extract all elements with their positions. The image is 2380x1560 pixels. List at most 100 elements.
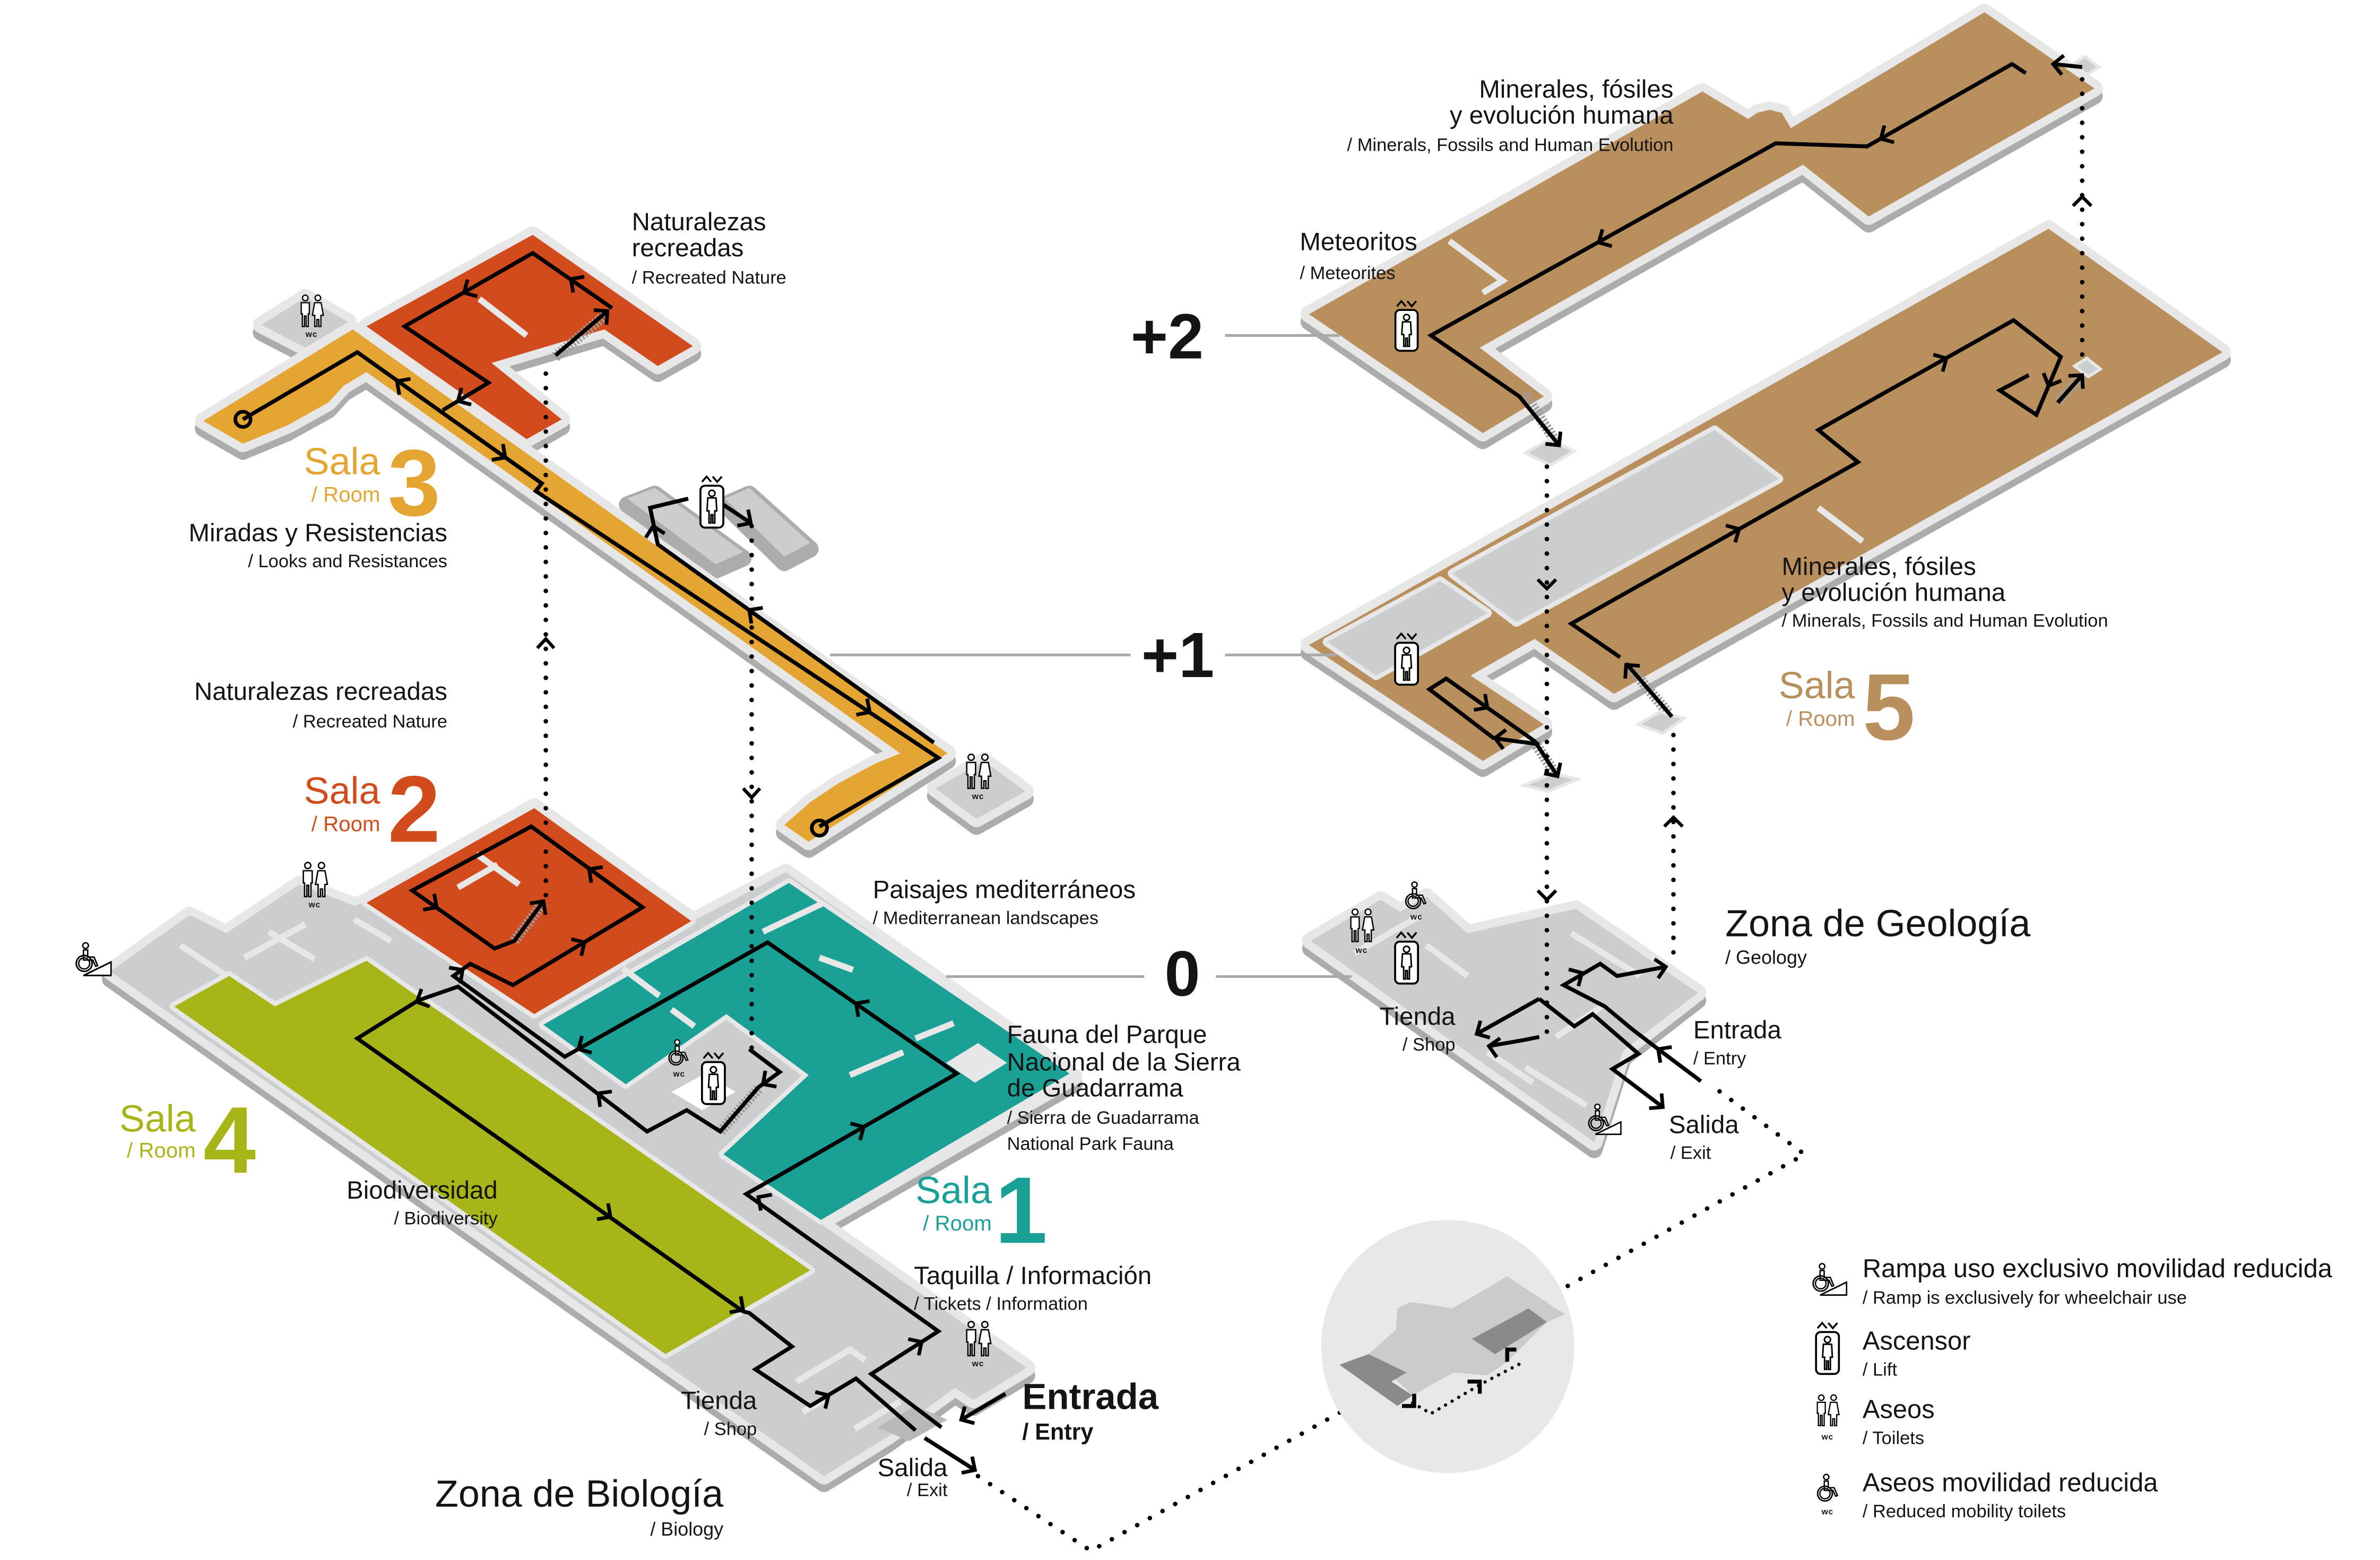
route-line — [408, 824, 960, 1429]
biology-labels: Naturalezas recreadas / Recreated Nature… — [119, 208, 1241, 1540]
wheelchair-ramp-icon — [76, 943, 111, 976]
route-arrowhead — [729, 1296, 746, 1314]
zone-subtitle: / Geology — [1725, 946, 1807, 968]
route-arrowhead — [850, 1121, 866, 1141]
shop-label-en: / Shop — [1403, 1035, 1456, 1055]
zone-title: Zona de Geología — [1725, 903, 2030, 945]
wheelchair-ramp-icon — [1813, 1263, 1847, 1295]
exhibit-title: recreadas — [632, 234, 744, 262]
route-line — [1475, 997, 1540, 1048]
exhibit-title: Naturalezas — [632, 208, 766, 236]
lift-icon — [1815, 1322, 1840, 1375]
legend-item-accessible-toilets: wc Aseos movilidad reducida / Reduced mo… — [1816, 1469, 2158, 1522]
room-label-en: / Room — [311, 483, 380, 507]
route-arrowhead — [854, 999, 870, 1018]
route-arrowhead — [596, 1203, 613, 1221]
route-arrowhead — [907, 1337, 924, 1356]
stair-landing — [1634, 710, 1688, 735]
geology-plus2-floor — [1309, 12, 2095, 441]
room-number: 1 — [995, 1157, 1048, 1263]
exhibit-subtitle: / Recreated Nature — [293, 712, 447, 732]
exhibit-subtitle: / Recreated Nature — [632, 268, 786, 288]
tickets-label-en: / Tickets / Information — [914, 1294, 1088, 1314]
exhibit-subtitle: / Mediterranean landscapes — [873, 908, 1098, 929]
route-arrowhead — [756, 1193, 773, 1211]
route-arrowhead — [1653, 957, 1668, 980]
route-arrowhead — [1486, 1036, 1501, 1059]
route-arrowhead — [422, 893, 439, 912]
legend-title: Ascensor — [1863, 1327, 1971, 1355]
minimap-biology-zone — [1339, 1354, 1413, 1406]
sala2-area — [361, 803, 696, 1019]
route-arrowhead — [815, 1390, 831, 1409]
wc-label: wc — [308, 900, 321, 909]
up-chevron-icon — [1663, 814, 1684, 828]
entry-arrow-line — [960, 1392, 1007, 1422]
route-arrowhead — [1544, 762, 1562, 778]
route-arrowhead — [1623, 663, 1640, 679]
shop-label: Tienda — [681, 1386, 757, 1415]
exhibit-title: Naturalezas recreadas — [194, 678, 447, 706]
sala1-area — [539, 878, 1075, 1225]
room-number: 3 — [388, 430, 440, 535]
tickets-label: Taquilla / Información — [914, 1262, 1152, 1290]
exit-label: Salida — [878, 1454, 948, 1482]
gray-room — [1322, 576, 1492, 680]
geology-plus1-floor — [1309, 229, 2222, 768]
room-label-en: / Room — [127, 1138, 196, 1162]
shop-label-en: / Shop — [704, 1419, 757, 1439]
route-arrowhead — [1879, 125, 1895, 144]
room-label-en: / Room — [1786, 707, 1855, 731]
route-arrowhead — [593, 308, 610, 325]
route-arrowhead — [1492, 728, 1507, 750]
route-line — [1427, 62, 2083, 447]
route-arrowhead — [760, 1070, 777, 1089]
room-label-en: / Room — [923, 1211, 992, 1235]
down-chevron-icon — [1536, 578, 1557, 591]
stair-landing — [2072, 356, 2104, 379]
exit-label: Salida — [1669, 1111, 1739, 1139]
floor-label-plus1: +1 — [1141, 619, 1215, 691]
service-room-partitions — [178, 916, 902, 1432]
wc-label: wc — [673, 1070, 685, 1079]
route-arrowhead — [414, 988, 430, 1009]
legend-title: Aseos movilidad reducida — [1863, 1469, 2158, 1497]
route-endpoint-marker — [810, 818, 829, 838]
wc-label: wc — [1821, 1507, 1833, 1516]
exhibit-subtitle: / Looks and Resistances — [248, 551, 447, 571]
route-arrowhead — [576, 1035, 592, 1055]
route-arrowhead — [2050, 54, 2065, 76]
route-line — [1426, 676, 1560, 777]
route-arrowheads — [395, 54, 2085, 1475]
route-arrowhead — [491, 444, 508, 462]
zone-title: Zona de Biología — [435, 1472, 723, 1515]
shop-label: Tienda — [1379, 1002, 1456, 1030]
minimap-corner-markers — [1401, 1347, 1517, 1408]
floor-levels: +2 +1 0 — [830, 300, 1352, 1010]
wc-label: wc — [1821, 1433, 1833, 1442]
exhibit-subtitle: / Minerals, Fossils and Human Evolution — [1782, 611, 2108, 631]
route-line — [1559, 961, 1702, 1083]
lift-icon — [699, 475, 725, 529]
exit-label-en: / Exit — [1671, 1143, 1711, 1163]
exhibit-title: Meteoritos — [1300, 228, 1417, 256]
wc-label: wc — [972, 1359, 984, 1368]
route-arrowhead — [1545, 431, 1563, 447]
exhibit-title: Miradas y Resistencias — [189, 519, 447, 547]
floor-label-plus2: +2 — [1131, 300, 1204, 372]
gray-room — [1448, 425, 1784, 627]
legend-subtitle: / Ramp is exclusively for wheelchair use — [1863, 1288, 2187, 1308]
partition-wall — [178, 916, 902, 1432]
exhibit-title: Fauna del Parque — [1007, 1021, 1207, 1049]
entry-label: Entrada — [1693, 1016, 1782, 1044]
sala2-partitions — [456, 851, 521, 890]
route-arrowhead — [1656, 1045, 1672, 1063]
exhibit-subtitle: National Park Fauna — [1007, 1134, 1174, 1154]
route-arrowhead — [737, 509, 753, 528]
toilets-icon — [1816, 1394, 1840, 1427]
exhibit-subtitle: / Biodiversity — [394, 1209, 498, 1229]
room-number: 5 — [1863, 654, 1915, 760]
route-endpoint-marker — [233, 410, 253, 429]
room-label-en: / Room — [311, 812, 380, 836]
route-arrowhead — [1596, 229, 1613, 248]
